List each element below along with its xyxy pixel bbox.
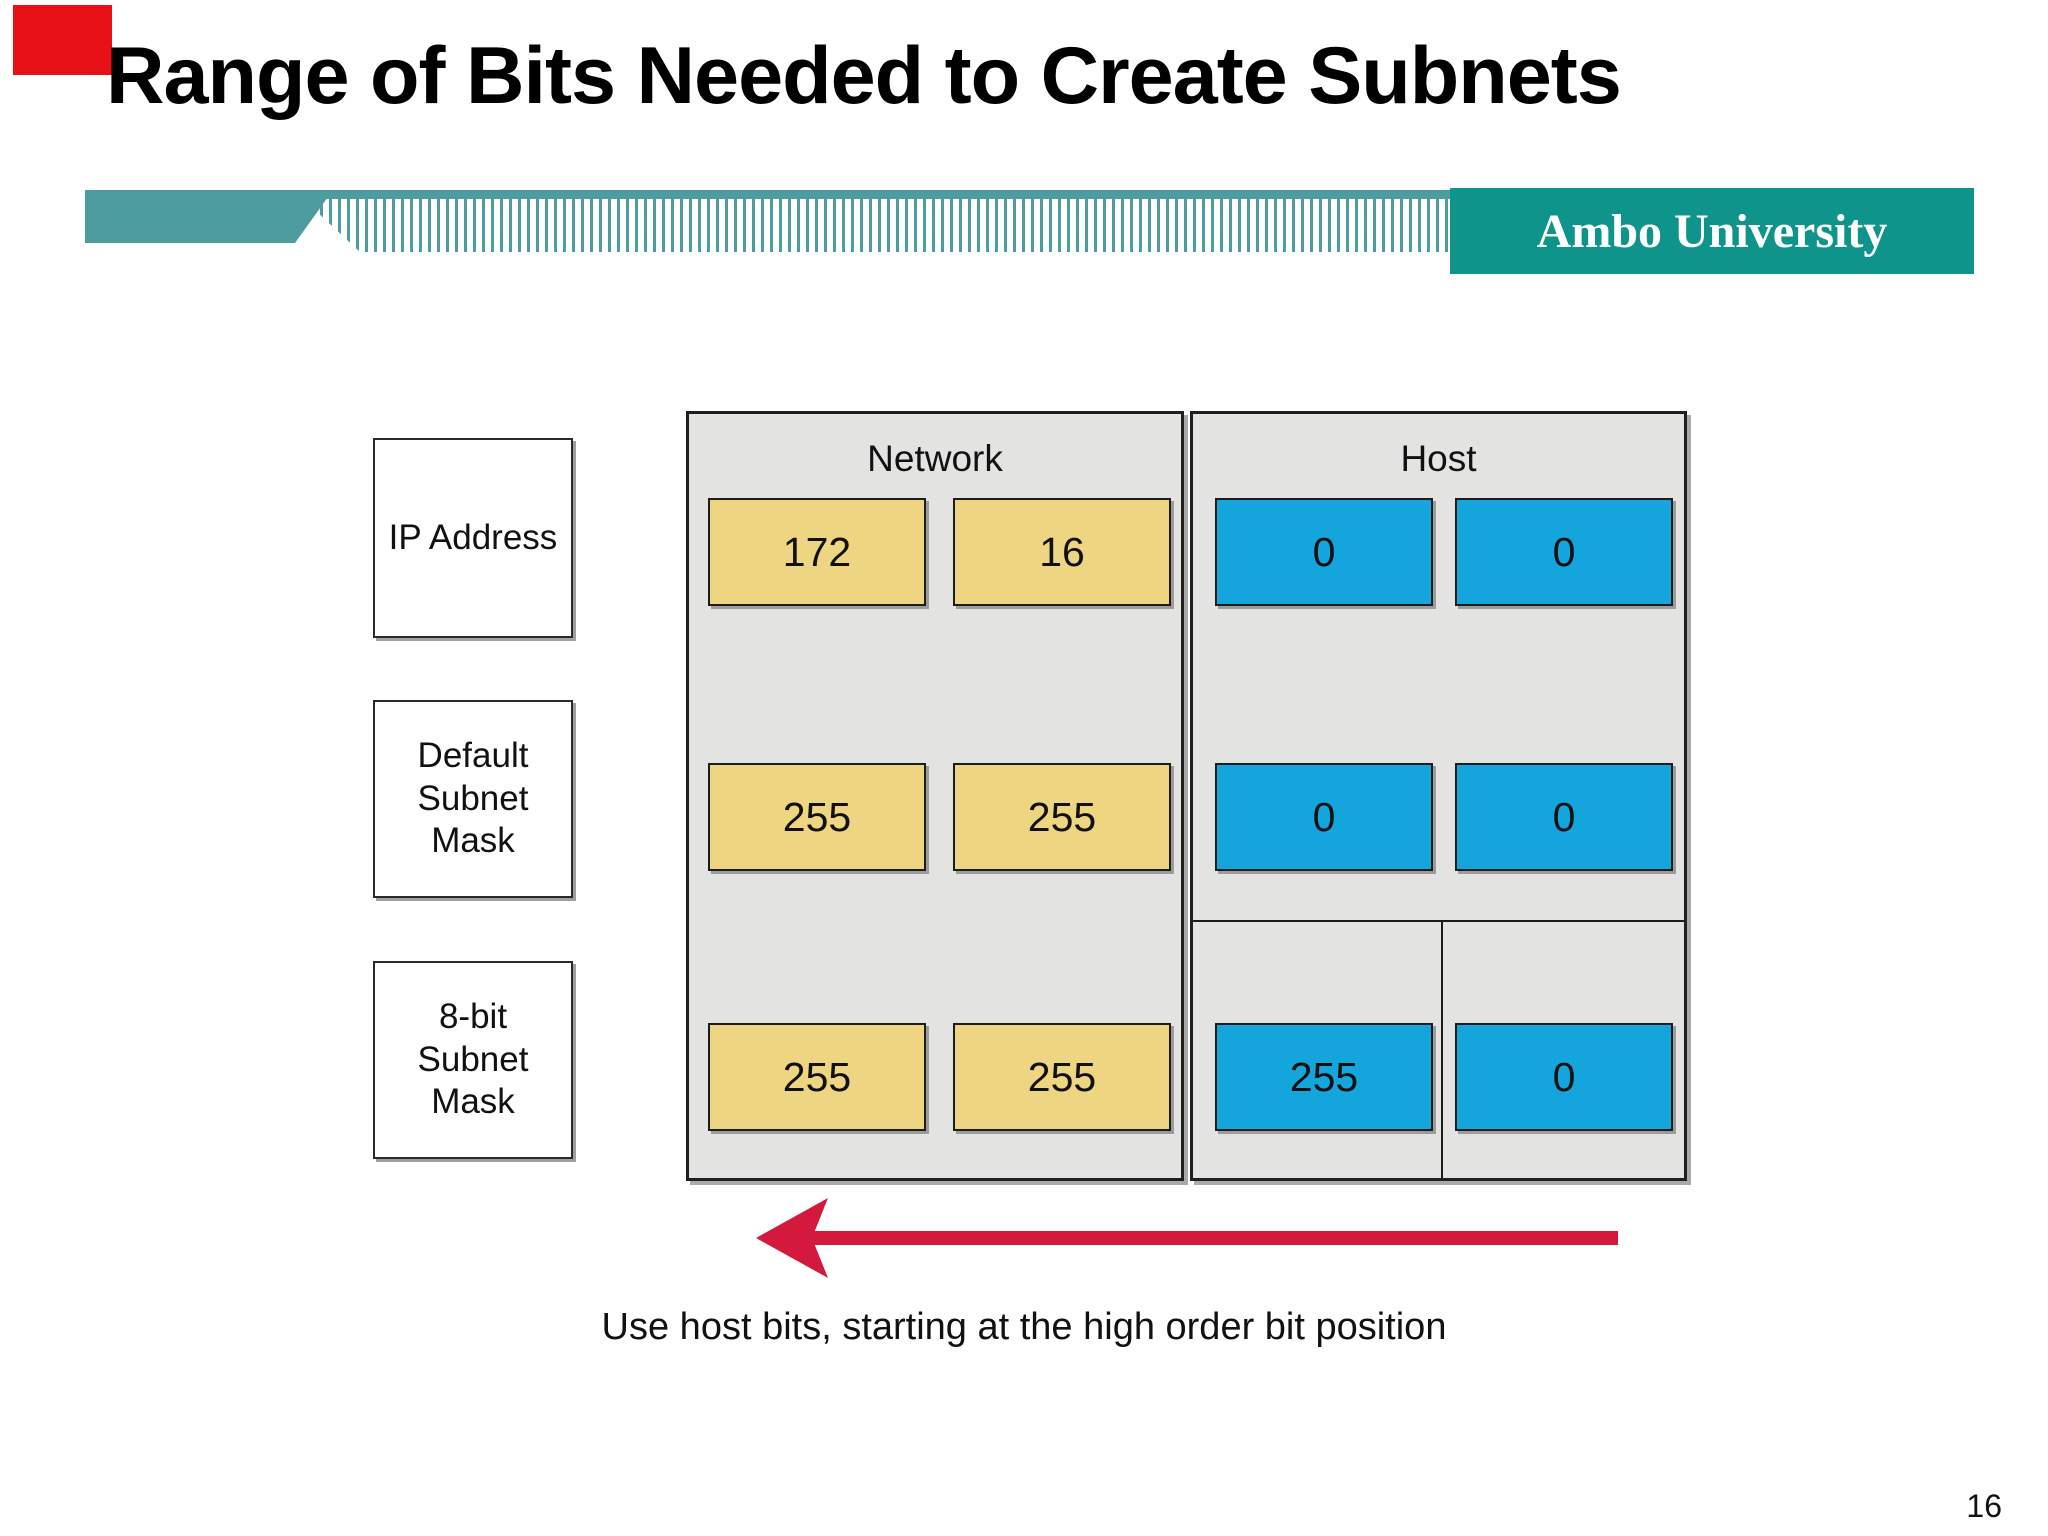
- university-brand-label: Ambo University: [1536, 204, 1888, 258]
- label-box-8bit-subnet-mask: 8-bit Subnet Mask: [373, 961, 573, 1159]
- octet-ip-host-1: 0: [1215, 498, 1433, 606]
- university-brand-box: Ambo University: [1450, 188, 1974, 274]
- host-panel: Host 0 0 0 0 255 0: [1190, 411, 1687, 1181]
- octet-8bit-mask-host-1: 255: [1215, 1023, 1433, 1131]
- octet-default-mask-network-1: 255: [708, 763, 926, 871]
- bar-top-edge: [85, 190, 1450, 199]
- slide-title: Range of Bits Needed to Create Subnets: [106, 31, 1622, 121]
- octet-8bit-mask-network-1: 255: [708, 1023, 926, 1131]
- octet-default-mask-host-1: 0: [1215, 763, 1433, 871]
- octet-ip-network-1: 172: [708, 498, 926, 606]
- octet-ip-host-2: 0: [1455, 498, 1673, 606]
- octet-default-mask-host-2: 0: [1455, 763, 1673, 871]
- octet-8bit-mask-network-2: 255: [953, 1023, 1171, 1131]
- label-8bit-subnet-mask: 8-bit Subnet Mask: [417, 996, 529, 1122]
- host-subnet-divider-vertical: [1441, 920, 1443, 1178]
- red-corner-mark: [13, 5, 112, 75]
- network-panel-header: Network: [867, 438, 1003, 479]
- host-subnet-divider-horizontal: [1193, 920, 1684, 922]
- page-number: 16: [1966, 1488, 2002, 1524]
- host-panel-header: Host: [1400, 438, 1477, 479]
- octet-8bit-mask-host-2: 0: [1455, 1023, 1673, 1131]
- octet-ip-network-2: 16: [953, 498, 1171, 606]
- bar-stripe-pattern: [302, 198, 1450, 252]
- label-box-default-subnet-mask: Default Subnet Mask: [373, 700, 573, 898]
- network-panel: Network 172 16 255 255 255 255: [686, 411, 1184, 1181]
- label-ip-address: IP Address: [388, 517, 558, 557]
- label-default-subnet-mask: Default Subnet Mask: [417, 735, 529, 861]
- caption-text: Use host bits, starting at the high orde…: [601, 1306, 1447, 1348]
- left-arrow-icon: [748, 1190, 1628, 1291]
- label-box-ip-address: IP Address: [373, 438, 573, 638]
- octet-default-mask-network-2: 255: [953, 763, 1171, 871]
